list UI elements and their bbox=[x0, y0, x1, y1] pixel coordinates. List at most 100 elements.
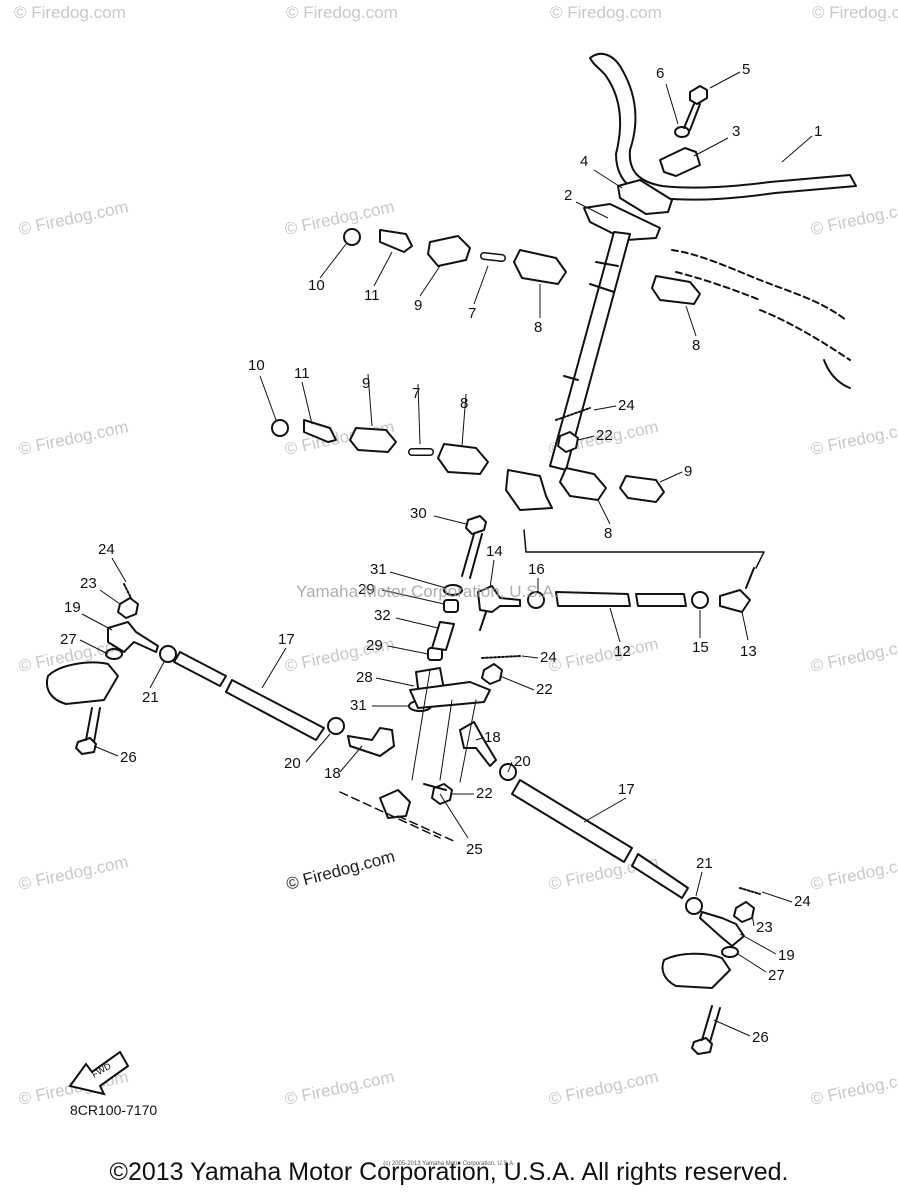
part-label: 21 bbox=[696, 855, 713, 872]
label-leaders bbox=[79, 71, 813, 1037]
part-label: 31 bbox=[370, 561, 387, 578]
watermark: © Firedog.com bbox=[550, 3, 662, 22]
nut-10-lower bbox=[271, 419, 289, 437]
part-label: 19 bbox=[64, 599, 81, 616]
washer-27-left bbox=[105, 648, 123, 660]
part-label: 22 bbox=[596, 427, 613, 444]
locknut-21-right bbox=[685, 897, 703, 915]
part-label: 1 bbox=[814, 123, 822, 140]
nut-23-left bbox=[117, 597, 139, 619]
overlay-watermark: Yamaha Motor Corporation, U.S.A. bbox=[296, 582, 559, 601]
lower-dashed-line bbox=[339, 791, 457, 843]
bracket-11-upper bbox=[379, 229, 413, 253]
tie-rod-17-right bbox=[511, 779, 633, 863]
part-label: 30 bbox=[410, 505, 427, 522]
bushing-29-upper bbox=[443, 599, 459, 613]
part-label: 19 bbox=[778, 947, 795, 964]
part-label: 8 bbox=[692, 337, 700, 354]
tiny-copyright: (c) 2005-2013 Yamaha Motor Corporation, … bbox=[383, 1161, 515, 1167]
part-label: 11 bbox=[294, 365, 310, 382]
bolt-26-right bbox=[691, 1005, 721, 1055]
locknut-20-right bbox=[499, 763, 517, 781]
bolt-30 bbox=[461, 515, 487, 579]
part-label: 31 bbox=[350, 697, 367, 714]
relay-connector bbox=[523, 529, 765, 569]
part-label: 9 bbox=[362, 375, 370, 392]
part-label: 18 bbox=[484, 729, 501, 746]
nut-22-upper bbox=[557, 431, 579, 453]
nut-23-right bbox=[733, 901, 755, 923]
leader-lines bbox=[411, 669, 477, 783]
part-label: 32 bbox=[374, 607, 391, 624]
part-label: 20 bbox=[514, 753, 531, 770]
steering-bracket bbox=[583, 203, 661, 241]
part-label: 20 bbox=[284, 755, 301, 772]
locknut-20-left bbox=[327, 717, 345, 735]
bolt-5 bbox=[683, 85, 708, 131]
part-label: 29 bbox=[358, 581, 375, 598]
nut-10-upper bbox=[343, 228, 361, 246]
part-label: 7 bbox=[468, 305, 476, 322]
watermark: © Firedog.com bbox=[14, 3, 126, 22]
part-label: 4 bbox=[580, 153, 588, 170]
part-label: 8 bbox=[460, 395, 468, 412]
part-label: 23 bbox=[80, 575, 97, 592]
fwd-arrow-icon bbox=[68, 1050, 130, 1096]
tie-rod-17-left bbox=[173, 651, 227, 687]
part-label: 24 bbox=[794, 893, 811, 910]
watermark: © Firedog.com bbox=[547, 1067, 660, 1109]
watermark: © Firedog.com bbox=[283, 1067, 396, 1109]
handlebar bbox=[589, 52, 857, 201]
nut-15 bbox=[691, 591, 709, 609]
frame-outline bbox=[671, 249, 851, 361]
bolt-26-left bbox=[75, 707, 101, 755]
part-label: 22 bbox=[536, 681, 553, 698]
column-lower-fitting bbox=[505, 469, 553, 511]
locknut-21-left bbox=[159, 645, 177, 663]
nut-22-mid bbox=[481, 663, 503, 685]
part-label: 26 bbox=[120, 749, 137, 766]
watermark: © Firedog.com bbox=[17, 197, 130, 239]
part-label: 24 bbox=[540, 649, 557, 666]
watermark: © Firedog.com bbox=[809, 197, 898, 239]
cotter-pin-24-center bbox=[481, 655, 521, 659]
bracket-11-lower bbox=[303, 419, 337, 443]
part-label: 16 bbox=[528, 561, 545, 578]
part-label: 25 bbox=[466, 841, 483, 858]
part-label: 13 bbox=[740, 643, 757, 660]
part-label: 10 bbox=[308, 277, 325, 294]
part-label: 3 bbox=[732, 123, 740, 140]
parts bbox=[46, 52, 857, 1055]
part-label: 28 bbox=[356, 669, 373, 686]
watermark: © Firedog.com bbox=[809, 634, 898, 676]
part-label: 18 bbox=[324, 765, 341, 782]
part-label: 8 bbox=[534, 319, 542, 336]
part-label: 23 bbox=[756, 919, 773, 936]
part-label: 26 bbox=[752, 1029, 769, 1046]
bushing-upper bbox=[427, 235, 701, 305]
part-label: 24 bbox=[618, 397, 635, 414]
relay-rod-end-14 bbox=[477, 585, 521, 631]
part-label: 9 bbox=[684, 463, 692, 480]
collar-6 bbox=[674, 126, 690, 138]
part-label: 21 bbox=[142, 689, 159, 706]
watermark: © Firedog.com bbox=[812, 3, 898, 22]
tie-rod-end-19-left bbox=[107, 621, 159, 653]
watermarks: © Firedog.com © Firedog.com © Firedog.co… bbox=[14, 3, 898, 1109]
part-label: 27 bbox=[60, 631, 77, 648]
watermark: © Firedog.com bbox=[17, 417, 130, 459]
watermark: © Firedog.com bbox=[809, 1067, 898, 1109]
watermark: © Firedog.com bbox=[547, 634, 660, 676]
part-label: 24 bbox=[98, 541, 115, 558]
part-label: 17 bbox=[278, 631, 295, 648]
part-label: 12 bbox=[614, 643, 631, 660]
watermark: © Firedog.com bbox=[286, 3, 398, 22]
bushing-lower bbox=[349, 427, 665, 503]
tie-rod-end-19-right bbox=[699, 911, 745, 947]
knuckle-arm-right bbox=[661, 952, 731, 989]
watermark: © Firedog.com bbox=[17, 852, 130, 894]
cotter-pin-24-right bbox=[739, 887, 761, 895]
washer-31-upper bbox=[443, 584, 463, 596]
knuckle-arm-left bbox=[46, 661, 119, 705]
